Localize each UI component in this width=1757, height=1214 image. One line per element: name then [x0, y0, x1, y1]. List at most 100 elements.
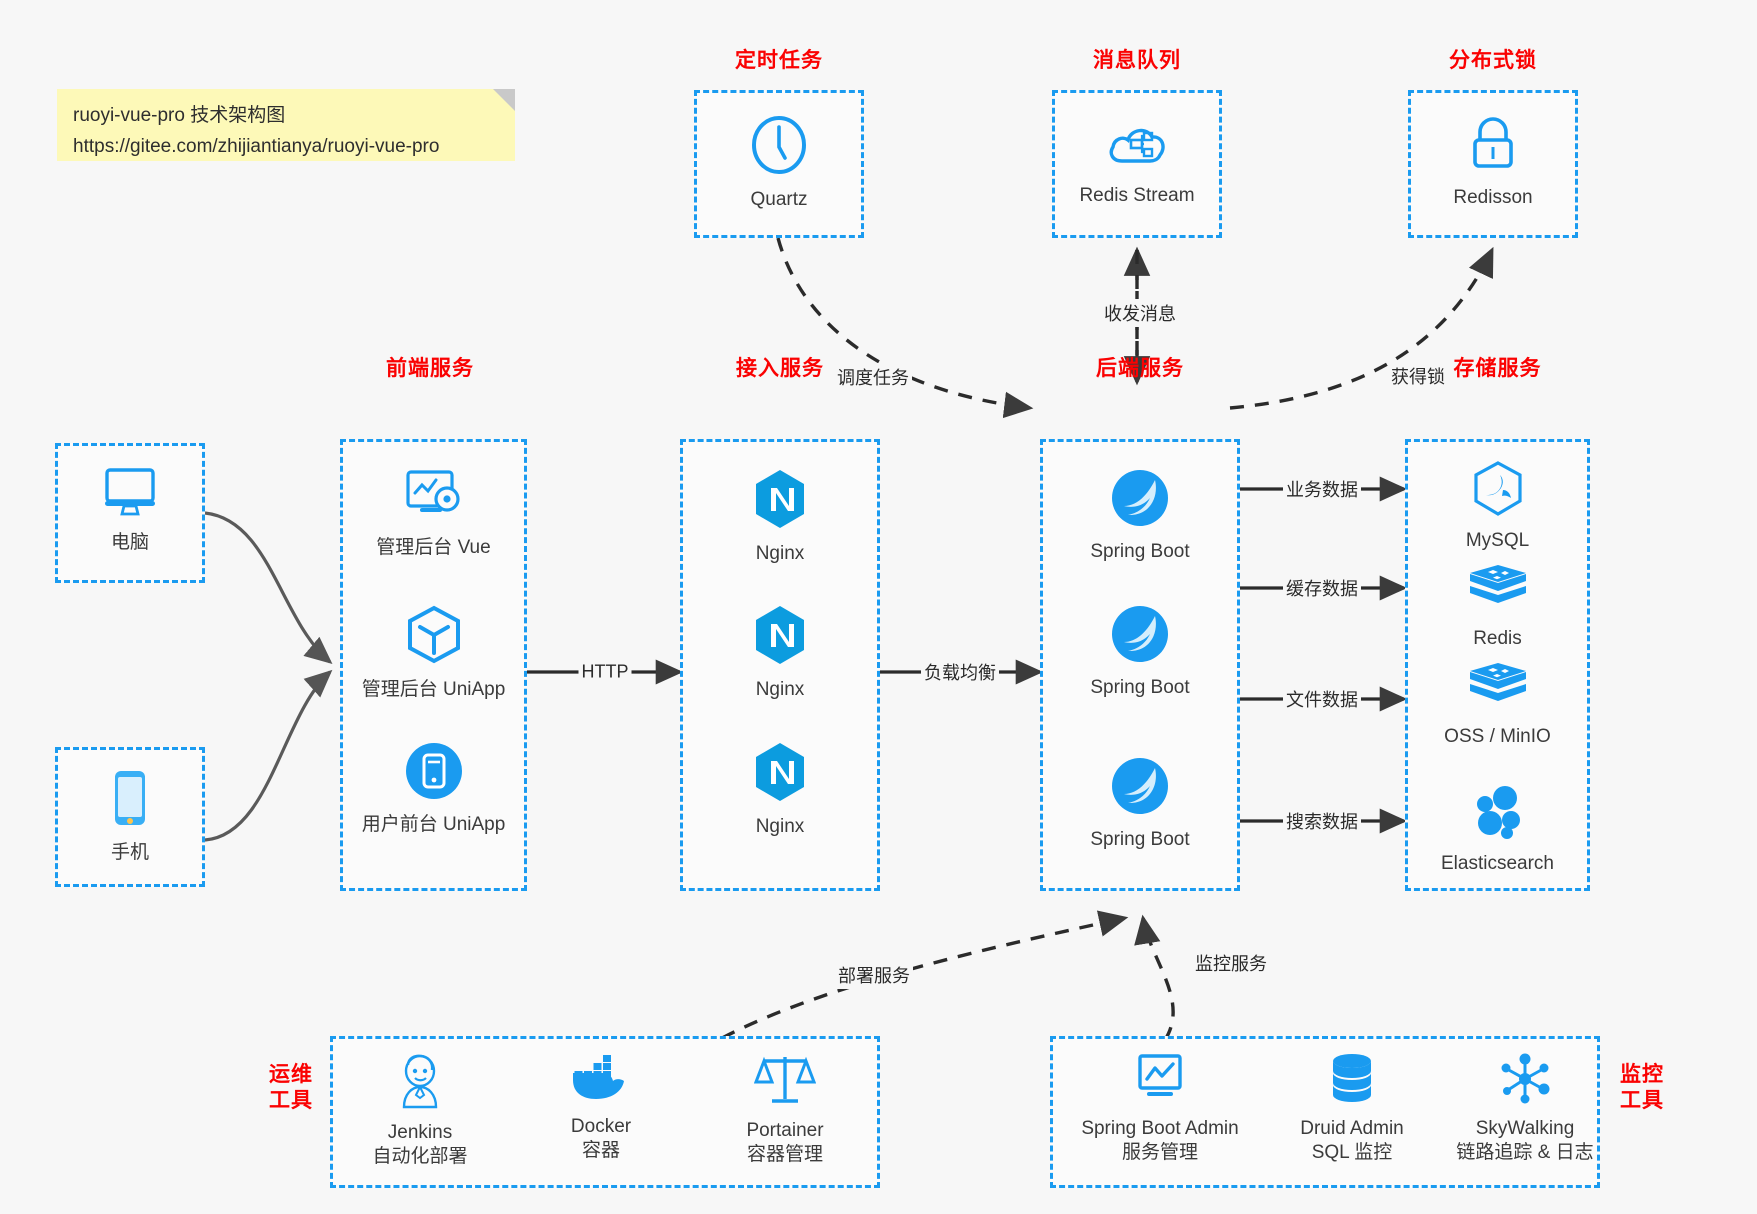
- elasticsearch-icon: [1469, 783, 1527, 846]
- node-name: Portainer: [746, 1120, 824, 1141]
- node-admin-vue[interactable]: 管理后台 Vue: [340, 467, 527, 560]
- node-name: Jenkins: [387, 1122, 453, 1143]
- skywalking-icon: [1496, 1052, 1554, 1111]
- node-portainer[interactable]: Portainer 容器管理: [700, 1052, 870, 1167]
- group-title-message-queue: 消息队列: [1093, 49, 1181, 72]
- node-spring-boot-2[interactable]: Spring Boot: [1040, 603, 1240, 700]
- mobile-phone-icon: [107, 768, 153, 835]
- sticky-note-title: ruoyi-vue-pro 技术架构图: [73, 105, 286, 126]
- database-stack-icon: [1326, 1052, 1378, 1111]
- node-redis-stream[interactable]: Redis Stream: [1052, 115, 1222, 208]
- mysql-icon: [1469, 460, 1527, 523]
- clock-icon: [747, 113, 811, 182]
- group-title-frontend-service: 前端服务: [386, 357, 474, 380]
- edge-label-acquire-lock: 获得锁: [1388, 362, 1448, 390]
- dashboard-settings-icon: [402, 467, 466, 530]
- mobile-app-icon: [403, 740, 465, 807]
- group-title-monitor-line1: 监控: [1620, 1063, 1664, 1086]
- nginx-icon: [751, 740, 809, 809]
- node-user-uniapp[interactable]: 用户前台 UniApp: [340, 740, 527, 837]
- sticky-note: ruoyi-vue-pro 技术架构图 https://gitee.com/zh…: [57, 89, 515, 161]
- node-label: Redisson: [1453, 187, 1533, 208]
- node-desc: 容器管理: [746, 1143, 823, 1165]
- node-desc: 链路追踪 & 日志: [1456, 1141, 1594, 1163]
- node-name: SkyWalking: [1475, 1118, 1575, 1139]
- group-title-scheduled-task: 定时任务: [735, 49, 823, 72]
- edge-label-http: HTTP: [578, 660, 632, 684]
- node-client-pc[interactable]: 电脑: [55, 464, 205, 555]
- redis-icon: [1467, 562, 1529, 621]
- node-client-phone[interactable]: 手机: [55, 768, 205, 865]
- node-label: Spring Boot: [1090, 541, 1190, 562]
- docker-icon: [570, 1052, 632, 1109]
- node-spring-boot-1[interactable]: Spring Boot: [1040, 467, 1240, 564]
- object-storage-icon: [1467, 660, 1529, 719]
- node-nginx-3[interactable]: Nginx: [680, 740, 880, 839]
- node-mysql[interactable]: MySQL: [1405, 460, 1590, 553]
- edge-label-file-data: 文件数据: [1283, 685, 1361, 713]
- node-desc: SQL 监控: [1311, 1141, 1393, 1163]
- node-spring-boot-admin[interactable]: Spring Boot Admin 服务管理: [1060, 1052, 1260, 1165]
- node-oss-minio[interactable]: OSS / MinIO: [1405, 660, 1590, 749]
- edge-label-monitor-service: 监控服务: [1192, 949, 1270, 977]
- group-box-scheduled-task: [694, 90, 864, 238]
- group-box-distributed-lock: [1408, 90, 1578, 238]
- group-title-monitor-tools: 监控 工具: [1613, 1062, 1671, 1115]
- spring-boot-icon: [1109, 467, 1171, 534]
- node-label: Elasticsearch: [1441, 853, 1554, 874]
- node-label: Redis Stream: [1079, 185, 1195, 206]
- node-desc: 容器: [581, 1139, 620, 1161]
- node-label: Redis: [1473, 628, 1522, 649]
- node-label: Nginx: [755, 679, 805, 700]
- jenkins-icon: [391, 1052, 449, 1115]
- group-title-monitor-line2: 工具: [1620, 1089, 1664, 1113]
- group-box-message-queue: [1052, 90, 1222, 238]
- node-elasticsearch[interactable]: Elasticsearch: [1405, 783, 1590, 876]
- edge-label-business-data: 业务数据: [1283, 475, 1361, 503]
- spring-boot-icon: [1109, 603, 1171, 670]
- cloud-queue-icon: [1106, 115, 1168, 178]
- node-label: Spring Boot: [1090, 829, 1190, 850]
- monitor-chart-icon: [1131, 1052, 1189, 1111]
- lock-icon: [1464, 113, 1522, 180]
- node-label: 管理后台 Vue: [376, 537, 491, 558]
- node-jenkins[interactable]: Jenkins 自动化部署: [340, 1052, 500, 1169]
- node-redisson[interactable]: Redisson: [1408, 113, 1578, 210]
- edge-label-cache-data: 缓存数据: [1283, 574, 1361, 602]
- portainer-scale-icon: [753, 1052, 817, 1113]
- node-desc: 服务管理: [1121, 1141, 1198, 1163]
- sticky-fold-icon: [493, 89, 515, 111]
- nginx-icon: [751, 603, 809, 672]
- edge-label-load-balance: 负载均衡: [921, 658, 999, 686]
- group-title-distributed-lock: 分布式锁: [1449, 49, 1537, 72]
- node-name: Druid Admin: [1300, 1118, 1404, 1139]
- node-label: 管理后台 UniApp: [361, 679, 506, 700]
- monitor-icon: [99, 464, 161, 525]
- node-label: MySQL: [1465, 530, 1530, 551]
- node-name: Spring Boot Admin: [1081, 1118, 1239, 1139]
- node-quartz[interactable]: Quartz: [694, 113, 864, 212]
- node-admin-uniapp[interactable]: 管理后台 UniApp: [340, 603, 527, 702]
- node-nginx-1[interactable]: Nginx: [680, 467, 880, 566]
- spring-boot-icon: [1109, 755, 1171, 822]
- node-spring-boot-3[interactable]: Spring Boot: [1040, 755, 1240, 852]
- node-desc: 自动化部署: [372, 1145, 468, 1167]
- node-label: Spring Boot: [1090, 677, 1190, 698]
- uniapp-cube-icon: [403, 603, 465, 672]
- sticky-note-url: https://gitee.com/zhijiantianya/ruoyi-vu…: [73, 135, 440, 157]
- node-name: Docker: [570, 1116, 632, 1137]
- node-nginx-2[interactable]: Nginx: [680, 603, 880, 702]
- node-label: 电脑: [110, 532, 149, 553]
- node-druid-admin[interactable]: Druid Admin SQL 监控: [1272, 1052, 1432, 1165]
- group-title-devops-tools: 运维 工具: [262, 1062, 320, 1115]
- group-title-backend-service: 后端服务: [1096, 357, 1184, 380]
- node-label: 手机: [110, 842, 149, 863]
- node-skywalking[interactable]: SkyWalking 链路追踪 & 日志: [1435, 1052, 1615, 1165]
- edge-label-send-receive-message: 收发消息: [1101, 299, 1179, 327]
- group-title-devops-line2: 工具: [269, 1089, 313, 1113]
- group-box-frontend-service: [340, 439, 527, 891]
- node-docker[interactable]: Docker 容器: [521, 1052, 681, 1163]
- node-redis[interactable]: Redis: [1405, 562, 1590, 651]
- group-title-devops-line1: 运维: [269, 1063, 313, 1086]
